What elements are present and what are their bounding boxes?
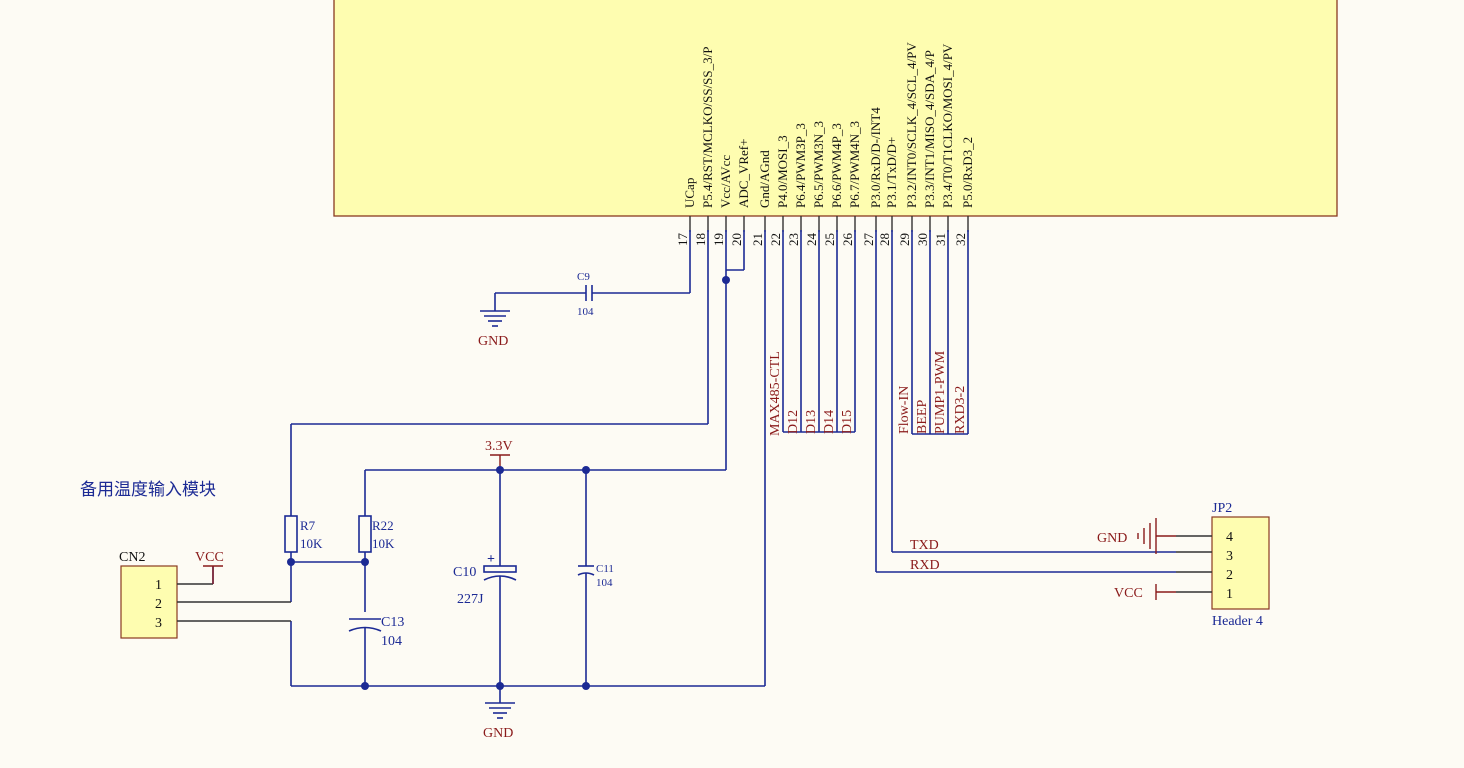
r22-ref: R22 [372,518,394,533]
r7-ref: R7 [300,518,316,533]
c9-ref: C9 [577,271,590,283]
gnd-label-bottom: GND [483,726,513,741]
c10-polarity: + [487,552,495,567]
c10-value: 227J [457,592,484,607]
mcu-pin-17-number: 17 [675,233,690,247]
jp2-pin-3: 3 [1226,549,1233,564]
net-label-d14: D14 [822,410,837,434]
vcc33-label: 3.3V [485,439,513,454]
r22-value: 10K [372,536,395,551]
c13-capacitor: C13 104 [348,615,404,686]
mcu-pin-30-name: P3.3/INT1/MISO_4/SDA_4/P [922,50,937,208]
gnd-symbol-jp2: GND [1097,518,1176,554]
net-label-rxd3: RXD3-2 [953,386,968,434]
mcu-pin-25-number: 25 [822,233,837,246]
mcu-pin-17-name: UCap [682,178,697,208]
mcu-pin-20-number: 20 [729,233,744,246]
c13-value: 104 [381,634,402,649]
mcu-body [333,0,1338,217]
gnd-label-top: GND [478,334,508,349]
mcu-pin-26-name: P6.7/PWM4N_3 [847,121,862,208]
mcu-pin-24-name: P6.5/PWM3N_3 [811,121,826,208]
gnd-label-jp2: GND [1097,531,1127,546]
c10-ref: C10 [453,565,476,580]
mcu-pin-22-name: P4.0/MOSI_3 [775,135,790,208]
mcu-pin-22-number: 22 [768,233,783,246]
mcu-pin-32-number: 32 [953,233,968,246]
mcu-pin-27-number: 27 [861,233,876,247]
c9-value: 104 [577,306,594,318]
net-d12-15: D12 D13 D14 D15 [782,230,856,434]
cn2-ref: CN2 [119,550,145,565]
r22-resistor: R22 10K [358,515,395,612]
jp2-pin-1: 1 [1226,587,1233,602]
mcu-pin-30-number: 30 [915,233,930,246]
mcu-pin-19-name: Vcc/AVcc [718,155,733,208]
r7-value: 10K [300,536,323,551]
c11-capacitor: C11 104 [577,470,614,686]
mcu-pin-group: UCap 17 P5.4/RST/MCLKO/SS/SS_3/P 18 Vcc/AVcc… [675,42,975,246]
net-flow-group: Flow-IN BEEP PUMP1-PWM RXD3-2 [897,230,969,435]
mcu-pin-21-number: 21 [750,233,765,246]
mcu-pin-24-number: 24 [804,233,819,247]
mcu-pin-29-number: 29 [897,233,912,246]
mcu-pin-26-number: 26 [840,233,855,247]
jp2-pin-2: 2 [1226,568,1233,583]
net-label-max485: MAX485-CTL [768,351,783,436]
jp2-pin-4: 4 [1226,530,1233,545]
mcu-pin-18-number: 18 [693,233,708,246]
module-note: 备用温度输入模块 [80,480,216,500]
mcu-pin-23-number: 23 [786,233,801,246]
net-label-rxd: RXD [910,558,940,573]
jp2-name: Header 4 [1212,614,1263,629]
vcc-label-jp2: VCC [1114,586,1143,601]
vcc-label-cn2: VCC [195,550,224,565]
mcu-pin-19-number: 19 [711,233,726,246]
net-label-pump: PUMP1-PWM [933,350,948,434]
gnd-symbol-top: GND [478,310,510,349]
net-label-d13: D13 [804,410,819,434]
net-label-txd: TXD [910,538,939,553]
c11-ref: C11 [596,563,614,575]
mcu-pin-23-name: P6.4/PWM3P_3 [793,123,808,208]
mcu-pin-31-name: P3.4/T0/T1CLKO/MOSI_4/PV [940,43,955,208]
net-label-d15: D15 [840,410,855,434]
mcu-pin-29-name: P3.2/INT0/SCLK_4/SCL_4/PV [904,42,919,208]
mcu-pin-18-name: P5.4/RST/MCLKO/SS/SS_3/P [700,47,715,208]
c11-value: 104 [596,577,613,589]
mcu-pin-25-name: P6.6/PWM4P_3 [829,123,844,208]
cn2-pin-2: 2 [155,597,162,612]
net-label-flow: Flow-IN [897,386,912,434]
net-label-beep: BEEP [915,400,930,434]
vcc-symbol-cn2: VCC [195,550,224,584]
mcu-pin-20-name: ADC_VRef+ [736,139,751,208]
c13-ref: C13 [381,615,404,630]
c9-capacitor: C9 104 [494,230,691,318]
mcu-pin-27-name: P3.0/RxD/D-/INT4 [868,107,883,208]
mcu-pin-31-number: 31 [933,233,948,246]
vcc33-symbol: 3.3V [485,439,513,470]
cn2-pin-1: 1 [155,578,162,593]
vcc-symbol-jp2: VCC [1114,584,1176,601]
gnd-symbol-bottom: GND [483,686,515,741]
net-label-d12: D12 [786,410,801,434]
jp2-ref: JP2 [1212,501,1232,516]
jp2-header: JP2 Header 4 4 3 2 1 [1176,501,1270,629]
mcu-pin-21-name: Gnd/AGnd [757,150,772,208]
mcu-pin-28-number: 28 [877,233,892,246]
mcu-pin-32-name: P5.0/RxD3_2 [960,137,975,208]
net-max485: MAX485-CTL [768,351,783,436]
c10-capacitor: + C10 227J [453,470,517,686]
cn2-pin-3: 3 [155,616,162,631]
mcu-pin-28-name: P3.1/TxD/D+ [884,137,899,208]
